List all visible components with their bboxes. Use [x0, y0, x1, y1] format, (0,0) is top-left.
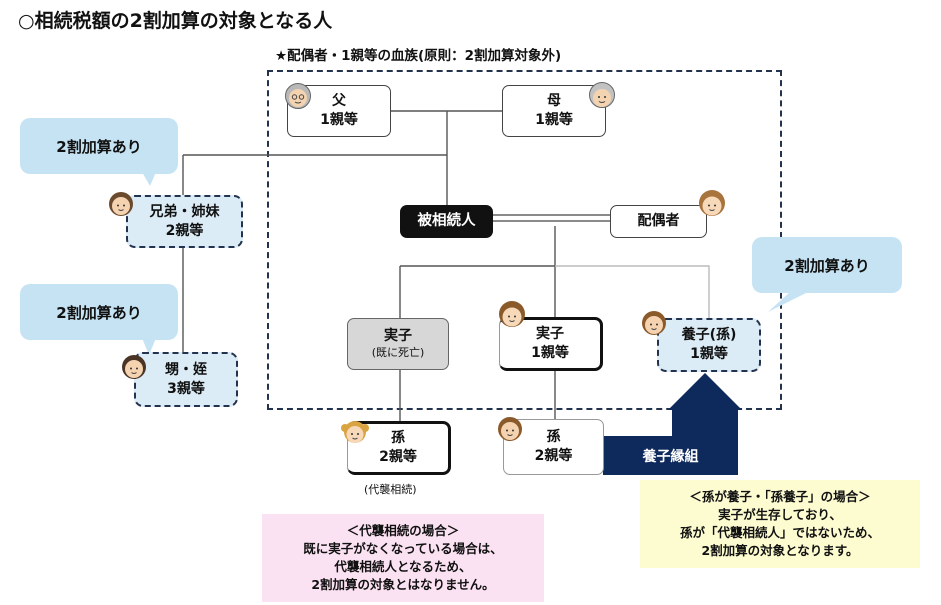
siblings-node: 兄弟・姉妹 2親等 — [126, 195, 243, 248]
bubble-tail-siblings — [142, 172, 156, 186]
deceased-child-node: 実子 (既に死亡) — [347, 318, 449, 370]
child-node: 実子 1親等 — [499, 317, 603, 371]
representative-note: ＜代襲相続の場合＞ 既に実子がなくなっている場合は、 代襲相続人となるため、 2… — [262, 514, 544, 602]
node-name: 兄弟・姉妹 — [149, 203, 220, 220]
note-line: 2割加算の対象とはなりません。 — [311, 577, 495, 593]
nephew-niece-node: 甥・姪 3親等 — [134, 352, 238, 407]
node-degree: 1親等 — [690, 346, 728, 362]
bubble-tail-nephew — [142, 338, 156, 355]
grandchild-adoption-note: ＜孫が養子・「孫養子」の場合＞ 実子が生存しており、 孫が「代襲相続人」ではない… — [640, 480, 920, 568]
deceased-node: 被相続人 — [400, 205, 493, 238]
note-heading: ＜代襲相続の場合＞ — [346, 522, 460, 538]
node-name: 孫 — [546, 429, 561, 446]
first-degree-caption: ★配偶者・1親等の血族(原則：2割加算対象外) — [275, 48, 562, 64]
elderly-man-icon — [285, 83, 311, 109]
page-title: ○相続税額の2割加算の対象となる人 — [18, 10, 333, 32]
spouse-node: 配偶者 — [610, 205, 707, 238]
bubble-tail-adopted — [768, 292, 808, 312]
spouse-person-icon — [699, 190, 725, 216]
adopted-grandchild-icon — [642, 311, 666, 335]
sibling-person-icon — [109, 192, 133, 216]
adopted-grandchild-node: 養子(孫) 1親等 — [657, 318, 761, 372]
note-line: 実子が生存しており、 — [718, 506, 842, 522]
node-note: (既に死亡) — [371, 346, 425, 360]
note-line: 2割加算の対象となります。 — [701, 543, 859, 559]
node-name: 母 — [547, 93, 561, 110]
bubble-adopted-surcharge: 2割加算あり — [752, 237, 902, 293]
note-heading: ＜孫が養子・「孫養子」の場合＞ — [689, 488, 871, 504]
node-degree: 1親等 — [535, 112, 573, 128]
node-degree: 1親等 — [531, 345, 569, 361]
representative-caption: (代襲相続) — [364, 483, 417, 496]
bubble-nephew-surcharge: 2割加算あり — [20, 284, 178, 340]
child-person-icon — [122, 355, 146, 379]
note-line: 孫が「代襲相続人」ではないため、 — [679, 525, 880, 540]
node-name: 養子(孫) — [681, 327, 737, 344]
node-degree: 3親等 — [167, 380, 205, 397]
node-name: 実子 — [384, 328, 412, 345]
bubble-siblings-surcharge: 2割加算あり — [20, 118, 178, 174]
grandchild-boy-icon — [498, 417, 522, 441]
mother-node: 母 1親等 — [502, 85, 606, 137]
node-name: 実子 — [536, 326, 564, 343]
node-name: 被相続人 — [417, 212, 476, 229]
elderly-woman-icon — [589, 82, 615, 108]
node-name: 父 — [332, 93, 346, 110]
node-name: 甥・姪 — [165, 361, 207, 378]
grandchild-girl-icon — [341, 421, 369, 443]
node-degree: 2親等 — [165, 222, 204, 239]
adopted-branch — [555, 265, 710, 318]
note-line: 代襲相続人となるため、 — [334, 559, 472, 574]
node-degree: 2親等 — [534, 448, 573, 464]
node-name: 孫 — [391, 430, 405, 447]
note-line: 既に実子がなくなっている場合は、 — [303, 540, 503, 556]
node-name: 配偶者 — [637, 213, 680, 230]
node-degree: 2親等 — [379, 449, 417, 465]
child-adult-icon — [499, 301, 525, 327]
adoption-label: 養子縁組 — [604, 437, 737, 474]
node-degree: 1親等 — [320, 112, 358, 128]
